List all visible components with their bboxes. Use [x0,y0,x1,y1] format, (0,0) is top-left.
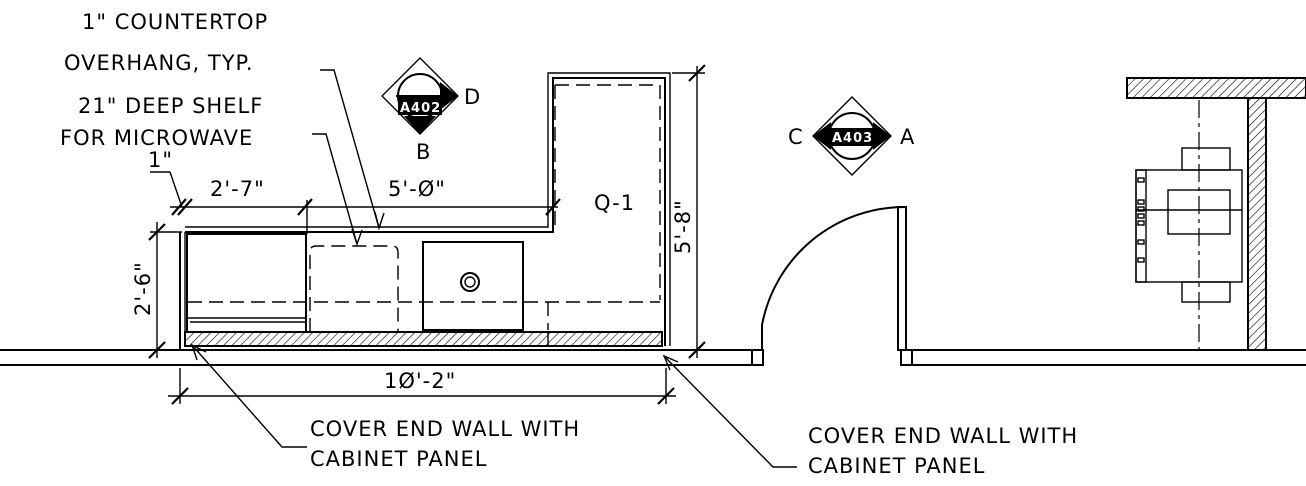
right-wall [1126,77,1306,351]
section-marker-a403: A403 C A [788,96,915,176]
dim-top-line [150,171,561,234]
wall-oven-symbol [1135,100,1243,350]
leader-lines [190,69,797,468]
section-letter-c: C [788,125,804,149]
left-cabinet [186,233,307,333]
door [761,205,907,351]
arrow-right-icon-2 [873,122,891,150]
section-letter-d: D [464,85,481,109]
dim-height: 5'-8" [671,199,695,254]
section-letter-b: B [416,140,431,164]
sink-cabinet [422,241,524,331]
floor-wall-lines [0,349,1306,366]
note-overhang-line2: OVERHANG, TYP. [64,51,254,75]
dim-left-line [148,222,182,359]
arrow-down-icon [404,116,436,134]
note-cover-right-line1: COVER END WALL WITH [808,424,1078,448]
note-cover-right-line2: CABINET PANEL [808,454,985,478]
note-shelf-line2: FOR MICROWAVE [60,126,253,150]
cabinet-label: Q-1 [594,191,635,215]
note-shelf-line1: 21" DEEP SHELF [78,94,263,118]
dim-depth: 2'-6" [131,261,155,316]
dim-width-a: 2'-7" [210,177,265,201]
dim-height-line [672,64,710,359]
dim-overall-line [168,368,676,405]
section-marker-a402: A402 D B [381,57,481,164]
control-buttons-icon [1137,177,1145,263]
arrow-left-icon [813,122,831,150]
note-overhang-line1: 1" COUNTERTOP [82,10,268,34]
note-cover-left-line1: COVER END WALL WITH [310,417,580,441]
dim-gap: 1" [148,148,173,172]
section-tag-a403: A403 [832,131,873,146]
note-cover-left-line2: CABINET PANEL [310,447,487,471]
arrow-right-icon [440,82,458,110]
section-letter-a: A [900,125,915,149]
microwave-shelf [309,245,399,332]
countertop-outline [179,72,671,350]
dim-overall: 1Ø'-2" [384,369,456,393]
dim-width-b: 5'-Ø" [388,177,446,201]
section-tag-a402: A402 [400,101,441,116]
hidden-lines [188,84,661,330]
drain-icon [460,272,480,292]
base-cabinet-panel [184,331,663,347]
